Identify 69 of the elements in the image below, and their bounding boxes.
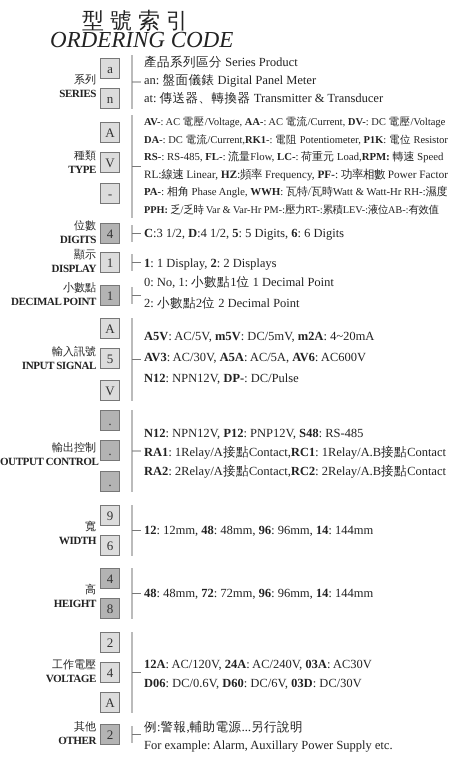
code-box: 4 <box>100 568 120 589</box>
section-name: 小數點 <box>62 282 96 295</box>
section-name: 系列 <box>73 74 96 87</box>
code-box: V <box>100 380 120 401</box>
section-name: OUTPUT CONTROL <box>0 456 96 469</box>
description-text: 0: No, 1: 小數點1位 1 Decimal Point <box>144 275 334 290</box>
description-text: N12: NPN12V, P12: PNP12V, S48: RS-485 <box>144 426 364 441</box>
description-text: 1: 1 Display, 2: 2 Displays <box>144 256 277 271</box>
code-box: . <box>100 410 120 431</box>
description-text: 12A: AC/120V, 24A: AC/240V, 03A: AC30V <box>144 657 372 672</box>
code-box: A <box>100 318 120 339</box>
description-text: D06: DC/0.6V, D60: DC/6V, 03D: DC/30V <box>144 676 362 691</box>
section-name: WIDTH <box>58 535 96 548</box>
section-name: DISPLAY <box>50 263 96 276</box>
code-box: 8 <box>100 598 120 619</box>
code-box: 9 <box>100 505 120 526</box>
description-text: For example: Alarm, Auxillary Power Supply etc. <box>144 738 393 753</box>
description-text: 例:警報,輔助電源...另行說明 <box>144 720 303 735</box>
section-name: OTHER <box>57 735 96 748</box>
section-name: DECIMAL POINT <box>10 296 96 309</box>
code-box: - <box>100 183 120 204</box>
code-box: a <box>100 58 120 79</box>
description-text: RA2: 2Relay/A接點Contact,RC2: 2Relay/A.B接點Contact <box>144 464 446 479</box>
description-text: RS-: RS-485, FL-: 流量Flow, LC-: 荷重元 Load,RPM: 轉速 Speed <box>144 150 444 166</box>
code-box: 1 <box>100 252 120 273</box>
code-box: V <box>100 152 120 173</box>
code-box: A <box>100 692 120 713</box>
section-name: 輸入訊號 <box>51 346 96 359</box>
code-box: 5 <box>100 348 120 369</box>
section-name: 其他 <box>73 721 96 734</box>
code-box: 2 <box>100 632 120 653</box>
description-text: AV3: AC/30V, A5A: AC/5A, AV6: AC600V <box>144 350 366 365</box>
code-box: 6 <box>100 535 120 556</box>
code-box: 2 <box>100 724 120 745</box>
code-box: 4 <box>100 223 120 244</box>
description-text: 48: 48mm, 72: 72mm, 96: 96mm, 14: 144mm <box>144 586 374 601</box>
code-box: 4 <box>100 662 120 683</box>
description-text: RL:線速 Linear, HZ:頻率 Frequency, PF-: 功率相數 Power Factor <box>144 168 448 183</box>
section-name: 輸出控制 <box>51 442 96 455</box>
code-box: . <box>100 471 120 492</box>
section-name: SERIES <box>58 88 96 101</box>
section-name: INPUT SIGNAL <box>20 360 96 373</box>
description-text: DA-: DC 電流/Current,RK1-: 電阻 Potentiometer, P1K: 電位 Resistor <box>144 133 448 148</box>
description-text: C:3 1/2, D:4 1/2, 5: 5 Digits, 6: 6 Digits <box>144 226 344 241</box>
code-box: 1 <box>100 285 120 306</box>
description-text: PPH: 乏/乏時 Var & Var-Hr PM-:壓力RT-:累積LEV-:液位AB-:有效值 <box>144 203 438 218</box>
section-name: TYPE <box>67 164 96 177</box>
description-text: A5V: AC/5V, m5V: DC/5mV, m2A: 4~20mA <box>144 329 374 344</box>
section-name: 顯示 <box>73 249 96 262</box>
section-name: HEIGHT <box>52 598 96 611</box>
description-text: AV-: AC 電壓/Voltage, AA-: AC 電流/Current, DV-: DC 電壓/Voltage <box>144 115 446 130</box>
description-text: PA-: 相角 Phase Angle, WWH: 瓦特/瓦時Watt & Watt-Hr RH-:濕度 <box>144 185 448 200</box>
section-name: 工作電壓 <box>51 659 96 672</box>
code-box: A <box>100 122 120 143</box>
section-name: 寬 <box>84 521 96 534</box>
code-box: . <box>100 440 120 461</box>
code-box: n <box>100 88 120 109</box>
section-name: VOLTAGE <box>44 673 96 686</box>
section-name: 種類 <box>73 150 96 163</box>
description-text: 12: 12mm, 48: 48mm, 96: 96mm, 14: 144mm <box>144 523 374 538</box>
section-name: 高 <box>84 584 96 597</box>
section-name: 位數 <box>73 220 96 233</box>
description-text: at: 傳送器、轉換器 Transmitter & Transducer <box>144 91 384 106</box>
description-text: RA1: 1Relay/A接點Contact,RC1: 1Relay/A.B接點Contact <box>144 445 446 460</box>
section-name: DIGITS <box>58 234 96 247</box>
description-text: an: 盤面儀錶 Digital Panel Meter <box>144 73 316 88</box>
description-text: 2: 小數點2位 2 Decimal Point <box>144 296 300 311</box>
description-text: 產品系列區分 Series Product <box>144 55 298 70</box>
description-text: N12: NPN12V, DP-: DC/Pulse <box>144 371 299 386</box>
